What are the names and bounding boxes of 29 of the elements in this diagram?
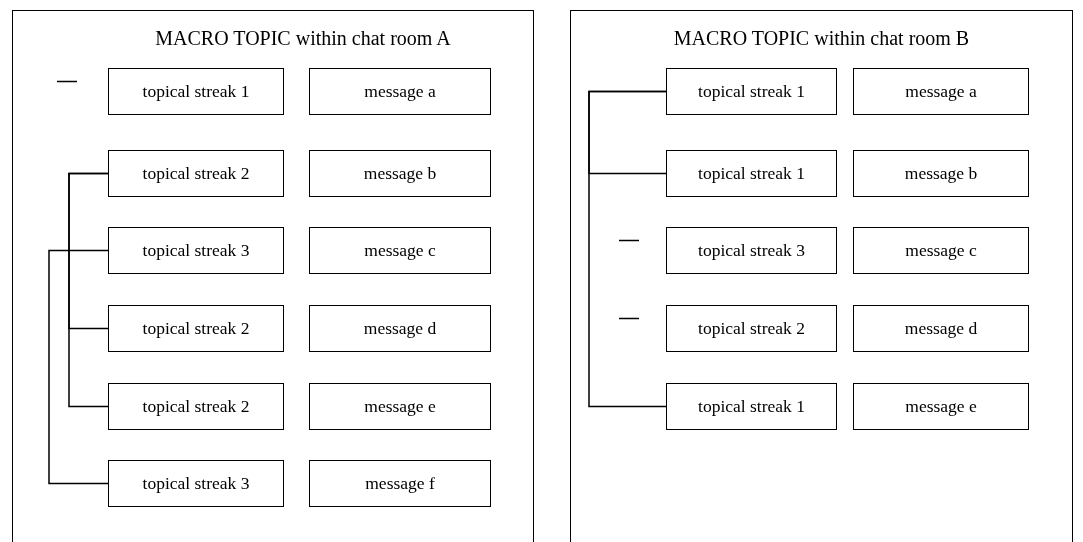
streak-box: topical streak 2 xyxy=(108,305,284,352)
message-box: message b xyxy=(309,150,491,197)
message-box: message c xyxy=(853,227,1029,274)
streak-box: topical streak 1 xyxy=(108,68,284,115)
streak-box: topical streak 2 xyxy=(666,305,837,352)
streak-box: topical streak 3 xyxy=(108,460,284,507)
streak-box: topical streak 1 xyxy=(666,150,837,197)
bracket-connector xyxy=(48,249,109,485)
streak-box: topical streak 3 xyxy=(666,227,837,274)
bracket-connector xyxy=(588,90,667,408)
message-box: message b xyxy=(853,150,1029,197)
streak-box: topical streak 1 xyxy=(666,68,837,115)
topic-panel xyxy=(12,10,534,542)
topic-panel xyxy=(570,10,1073,542)
message-box: message d xyxy=(309,305,491,352)
message-box: message a xyxy=(309,68,491,115)
panel-title: MACRO TOPIC within chat room A xyxy=(155,27,451,49)
message-box: message e xyxy=(853,383,1029,430)
streak-box: topical streak 2 xyxy=(108,150,284,197)
message-box: message d xyxy=(853,305,1029,352)
message-box: message c xyxy=(309,227,491,274)
message-box: message e xyxy=(309,383,491,430)
message-box: message f xyxy=(309,460,491,507)
streak-box: topical streak 1 xyxy=(666,383,837,430)
message-box: message a xyxy=(853,68,1029,115)
streak-box: topical streak 3 xyxy=(108,227,284,274)
bracket-connector xyxy=(68,172,109,408)
panel-title: MACRO TOPIC within chat room B xyxy=(673,27,970,49)
streak-box: topical streak 2 xyxy=(108,383,284,430)
